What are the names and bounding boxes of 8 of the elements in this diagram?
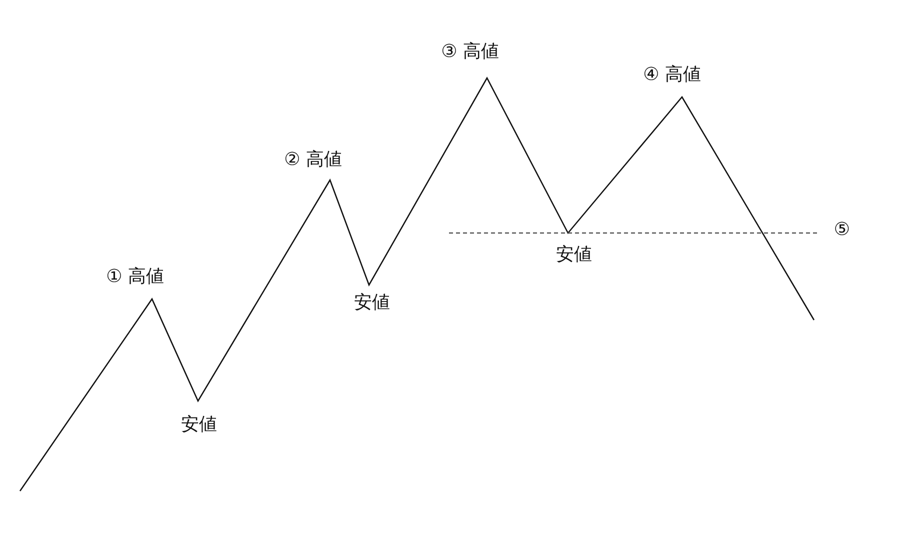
callout-number: ⑤: [834, 219, 850, 241]
low-label: 安値: [354, 292, 390, 314]
high-label: ④ 高値: [643, 64, 701, 86]
high-label: ② 高値: [284, 149, 342, 171]
high-label: ① 高値: [106, 266, 164, 288]
low-label: 安値: [556, 244, 592, 266]
high-label: ③ 高値: [441, 41, 499, 63]
low-label: 安値: [181, 414, 217, 436]
